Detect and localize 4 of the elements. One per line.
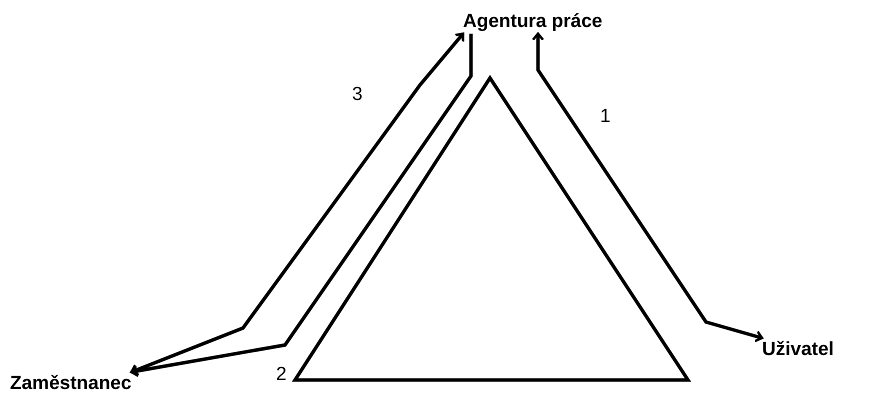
arrow bbox=[532, 32, 764, 342]
node-label: Agentura práce bbox=[463, 10, 602, 34]
node-label: Zaměstnanec bbox=[10, 372, 132, 396]
node-label: Uživatel bbox=[762, 338, 834, 362]
